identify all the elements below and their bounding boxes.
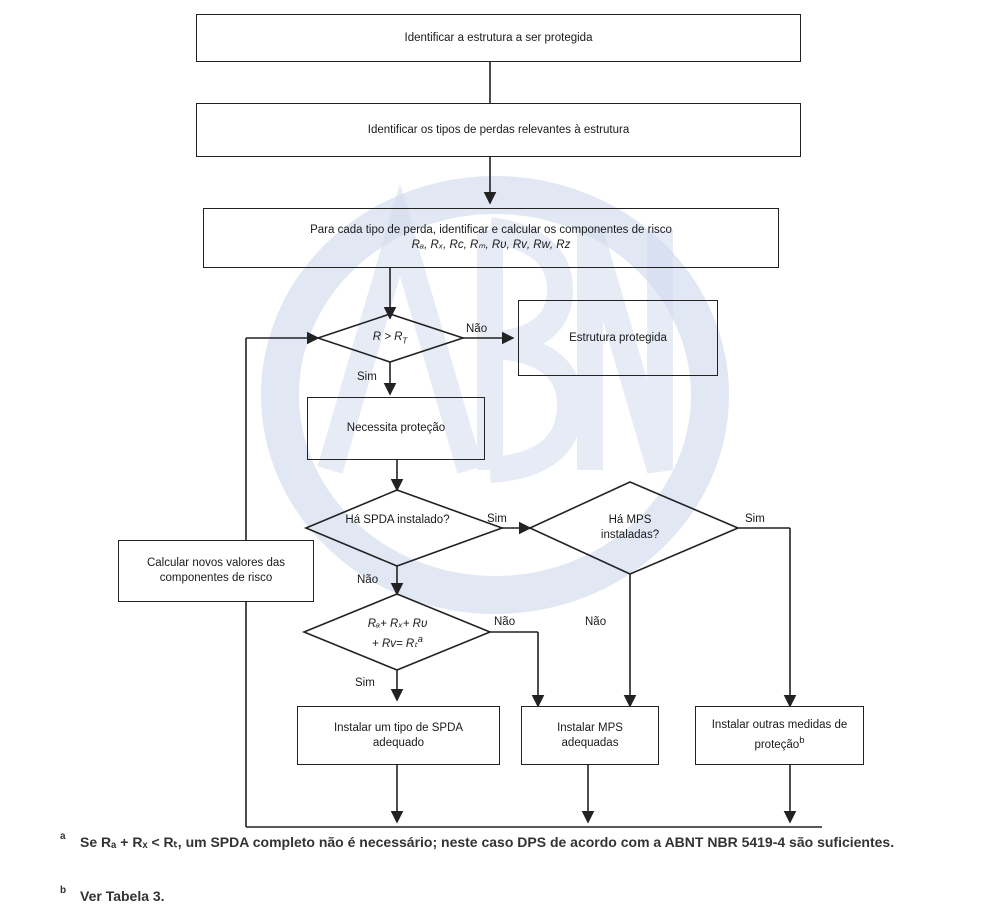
- decision-spda-text: Há SPDA instalado?: [345, 514, 450, 526]
- step-needs-protection: Necessita proteção: [307, 397, 485, 460]
- step-calc-risk-components: Para cada tipo de perda, identificar e c…: [203, 208, 779, 268]
- calc-line2: Rₐ, Rₓ, Rᴄ, Rₘ, Rᴜ, Rᴠ, Rᴡ, Rᴢ: [411, 239, 571, 251]
- label-sim-mps: Sim: [745, 513, 765, 525]
- label-nao-risk: Não: [466, 323, 488, 335]
- decision-mps-diamond: [528, 481, 741, 575]
- step-calc-new-values: Calcular novos valores das componentes d…: [118, 540, 314, 602]
- label-sim-rsum: Sim: [355, 677, 375, 689]
- step-structure-protected: Estrutura protegida: [518, 300, 718, 376]
- decision-rsum-text: Rₐ+ Rₓ+ Rᴜ + Rᴠ= Rₜa: [367, 618, 428, 650]
- step-install-other: Instalar outras medidas de proteçãob: [695, 706, 864, 765]
- step-install-mps: Instalar MPS adequadas: [521, 706, 659, 765]
- step-install-spda: Instalar um tipo de SPDA adequado: [297, 706, 500, 765]
- decision-rsum-diamond: [301, 593, 493, 671]
- step-identify-losses: Identificar os tipos de perdas relevante…: [196, 103, 801, 157]
- label-sim-risk: Sim: [357, 371, 377, 383]
- step-identify-structure: Identificar a estrutura a ser protegida: [196, 14, 801, 62]
- decision-spda-diamond: [303, 489, 505, 567]
- label-nao-mps: Não: [585, 616, 607, 628]
- decision-risk-text: R > RT: [372, 331, 408, 346]
- calc-line1: Para cada tipo de perda, identificar e c…: [310, 224, 672, 236]
- label-nao-rsum: Não: [494, 616, 516, 628]
- decision-mps-text: Há MPS instaladas?: [600, 514, 660, 541]
- label-sim-spda: Sim: [487, 513, 507, 525]
- decision-risk-diamond: [315, 313, 466, 363]
- label-nao-spda: Não: [357, 574, 379, 586]
